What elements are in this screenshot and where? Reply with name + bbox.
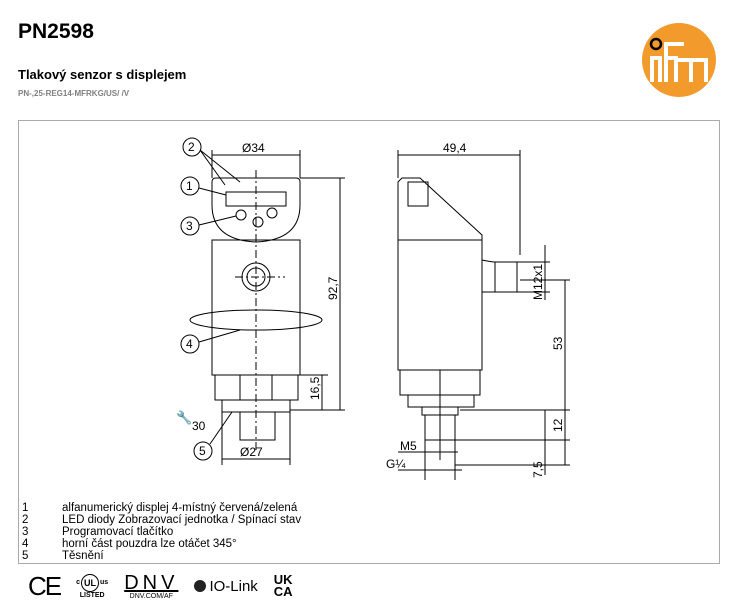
dim-927: 92,7 bbox=[326, 276, 340, 300]
io-link-icon bbox=[194, 580, 207, 592]
dim-53: 53 bbox=[551, 336, 565, 350]
callout-3: 3 bbox=[186, 219, 193, 233]
dim-165: 16,5 bbox=[308, 376, 322, 400]
wrench-icon: 🔧 bbox=[176, 409, 192, 425]
dim-g14: G¼ bbox=[386, 457, 406, 471]
product-code: PN-,25-REG14-MFRKG/US/ /V bbox=[18, 89, 130, 98]
callout-2: 2 bbox=[188, 140, 195, 154]
dim-d34: Ø34 bbox=[242, 141, 265, 155]
dim-75: 7,5 bbox=[531, 461, 545, 478]
dim-12: 12 bbox=[551, 418, 565, 432]
dim-m5: M5 bbox=[400, 439, 417, 453]
callouts bbox=[180, 137, 241, 461]
front-view bbox=[189, 150, 345, 465]
side-view bbox=[397, 150, 570, 480]
callout-5: 5 bbox=[199, 444, 206, 458]
dim-494: 49,4 bbox=[443, 141, 467, 155]
product-subtitle: Tlakový senzor s displejem bbox=[18, 67, 187, 82]
drawing-frame bbox=[18, 120, 720, 564]
dim-m12: M12x1 bbox=[531, 264, 545, 300]
ifm-logo bbox=[642, 23, 716, 97]
callout-1: 1 bbox=[186, 179, 193, 193]
product-title: PN2598 bbox=[18, 20, 94, 43]
ce-mark: CE bbox=[28, 570, 62, 601]
dim-d27: Ø27 bbox=[240, 445, 263, 459]
dim-wrench: 30 bbox=[192, 419, 206, 433]
callout-4: 4 bbox=[186, 337, 193, 351]
io-link-mark: IO-Link bbox=[194, 578, 258, 595]
